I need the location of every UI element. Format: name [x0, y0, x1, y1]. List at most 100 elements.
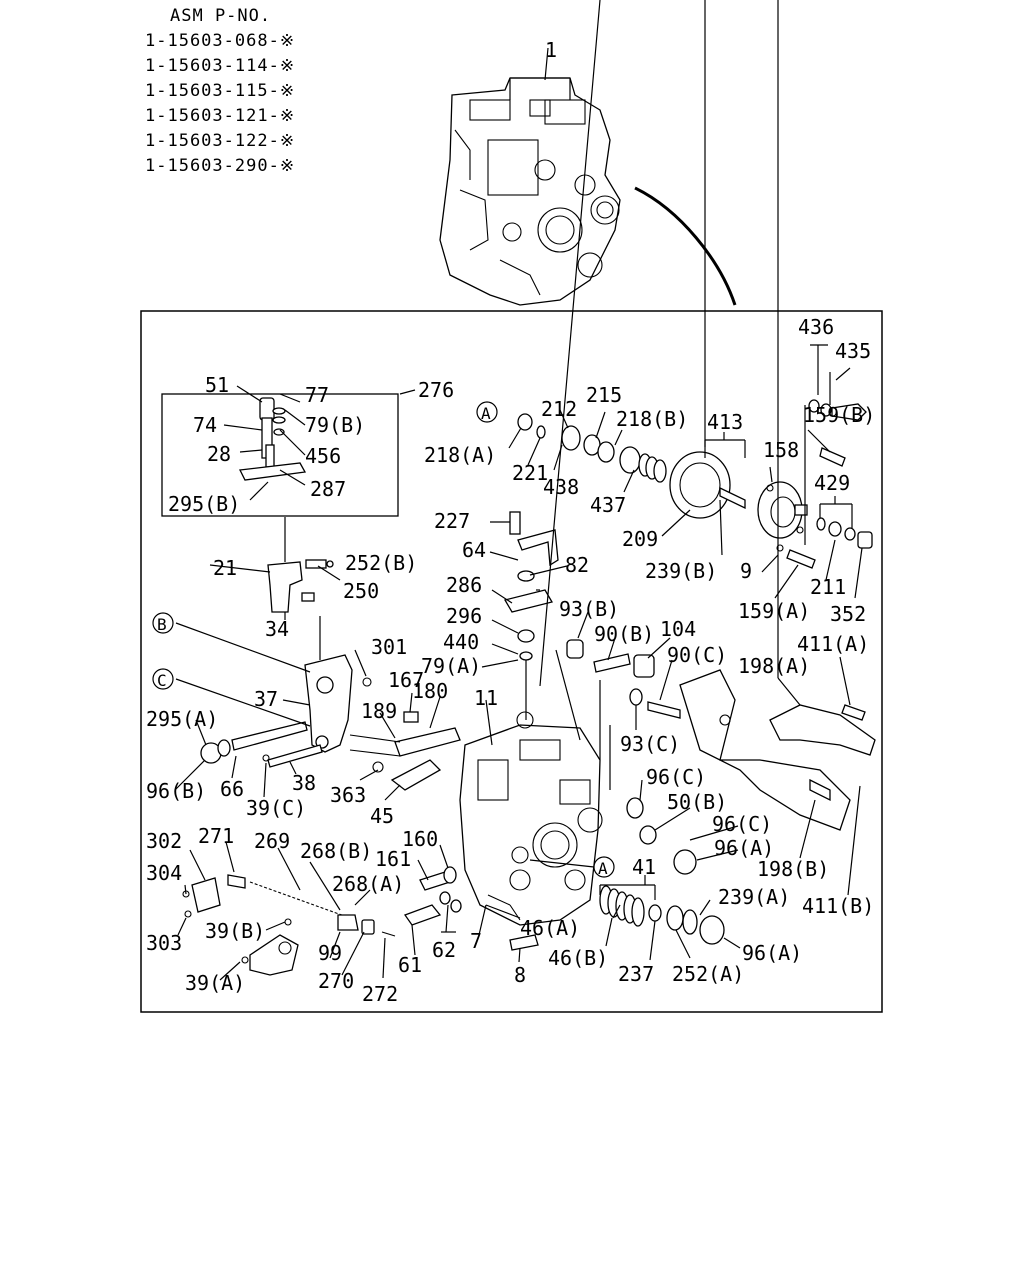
ref-circle-c: C: [152, 668, 174, 690]
bolt-435: [776, 399, 873, 569]
callout-271: 271: [198, 824, 234, 848]
callout-239a: 239(A): [718, 885, 790, 909]
part-number-2: 1-15603-114-※: [145, 56, 296, 76]
callout-158: 158: [763, 438, 799, 462]
callout-215: 215: [586, 383, 622, 407]
callout-250: 250: [343, 579, 379, 603]
svg-text:B: B: [157, 615, 167, 634]
callout-287: 287: [310, 477, 346, 501]
callout-39a: 39(A): [185, 971, 245, 995]
callout-363: 363: [330, 783, 366, 807]
callout-37: 37: [254, 687, 278, 711]
callout-21: 21: [213, 556, 237, 580]
part-number-5: 1-15603-122-※: [145, 131, 296, 151]
adjust-screws-90: [566, 639, 681, 719]
svg-text:A: A: [598, 859, 608, 878]
callout-39b: 39(B): [205, 919, 265, 943]
callout-456: 456: [305, 444, 341, 468]
callout-301: 301: [371, 635, 407, 659]
callout-96a-1: 96(A): [714, 836, 774, 860]
callout-252b: 252(B): [345, 551, 417, 575]
callout-9: 9: [740, 559, 752, 583]
callout-64: 64: [462, 538, 486, 562]
callout-159b: 159(B): [803, 403, 875, 427]
callout-8: 8: [514, 963, 526, 987]
leader-lines: [174, 0, 863, 981]
callout-268b: 268(B): [300, 839, 372, 863]
callout-198b: 198(B): [757, 857, 829, 881]
callout-159a: 159(A): [738, 599, 810, 623]
callout-82: 82: [565, 553, 589, 577]
callout-268a: 268(A): [332, 872, 404, 896]
callout-189: 189: [361, 699, 397, 723]
callout-96b: 96(B): [146, 779, 206, 803]
callout-429: 429: [814, 471, 850, 495]
callout-296: 296: [446, 604, 482, 628]
callout-161: 161: [375, 847, 411, 871]
callout-440: 440: [443, 630, 479, 654]
callout-90c: 90(C): [667, 643, 727, 667]
callout-411b: 411(B): [802, 894, 874, 918]
callout-286: 286: [446, 573, 482, 597]
callout-198a: 198(A): [738, 654, 810, 678]
spring-stack-413: [517, 413, 746, 519]
callout-269: 269: [254, 829, 290, 853]
callout-38: 38: [292, 771, 316, 795]
callout-160: 160: [402, 827, 438, 851]
detail-frame: [140, 310, 883, 1013]
callout-237: 237: [618, 962, 654, 986]
callout-7: 7: [470, 929, 482, 953]
callout-209: 209: [622, 527, 658, 551]
asm-title: ASM P-NO.: [170, 6, 272, 26]
callout-61: 61: [398, 953, 422, 977]
part-number-6: 1-15603-290-※: [145, 156, 296, 176]
callout-413: 413: [707, 410, 743, 434]
part-number-4: 1-15603-121-※: [145, 106, 296, 126]
callout-276: 276: [418, 378, 454, 402]
callout-180: 180: [412, 679, 448, 703]
callout-79b: 79(B): [305, 413, 365, 437]
callout-34: 34: [265, 617, 289, 641]
callout-218b: 218(B): [616, 407, 688, 431]
lever-shaft-51: [239, 397, 307, 481]
part-number-3: 1-15603-115-※: [145, 81, 296, 101]
callout-435: 435: [835, 339, 871, 363]
ref-circle-a-top: A: [476, 401, 498, 423]
callout-50b: 50(B): [667, 790, 727, 814]
callout-436: 436: [798, 315, 834, 339]
svg-text:A: A: [481, 404, 491, 423]
callout-303: 303: [146, 931, 182, 955]
callout-437: 437: [590, 493, 626, 517]
callout-270: 270: [318, 969, 354, 993]
callout-90b: 90(B): [594, 622, 654, 646]
callout-96c-1: 96(C): [646, 765, 706, 789]
bolts-61: [403, 866, 539, 951]
spring-41: [599, 797, 725, 945]
diaphragm-cover-158: [757, 481, 808, 539]
callout-227: 227: [434, 509, 470, 533]
callout-252a: 252(A): [672, 962, 744, 986]
callout-77: 77: [305, 383, 329, 407]
callout-295a: 295(A): [146, 707, 218, 731]
svg-text:C: C: [157, 671, 167, 690]
callout-46a: 46(A): [520, 916, 580, 940]
bracket-198: [679, 669, 876, 831]
lever-64: [504, 511, 559, 720]
part-number-1: 1-15603-068-※: [145, 31, 296, 51]
callout-352: 352: [830, 602, 866, 626]
callout-62: 62: [432, 938, 456, 962]
callout-93b: 93(B): [559, 597, 619, 621]
callout-45: 45: [370, 804, 394, 828]
callout-302: 302: [146, 829, 182, 853]
callout-438: 438: [543, 475, 579, 499]
callout-272: 272: [362, 982, 398, 1006]
ref-circle-a-bottom: A: [593, 856, 615, 878]
callout-99: 99: [318, 941, 342, 965]
callout-39c: 39(C): [246, 796, 306, 820]
callout-51: 51: [205, 373, 229, 397]
callout-46b: 46(B): [548, 946, 608, 970]
adjust-assembly-269: [182, 874, 396, 976]
bracket-21: [267, 517, 334, 613]
callout-295b: 295(B): [168, 492, 240, 516]
pump-assembly-overview: [439, 77, 621, 306]
